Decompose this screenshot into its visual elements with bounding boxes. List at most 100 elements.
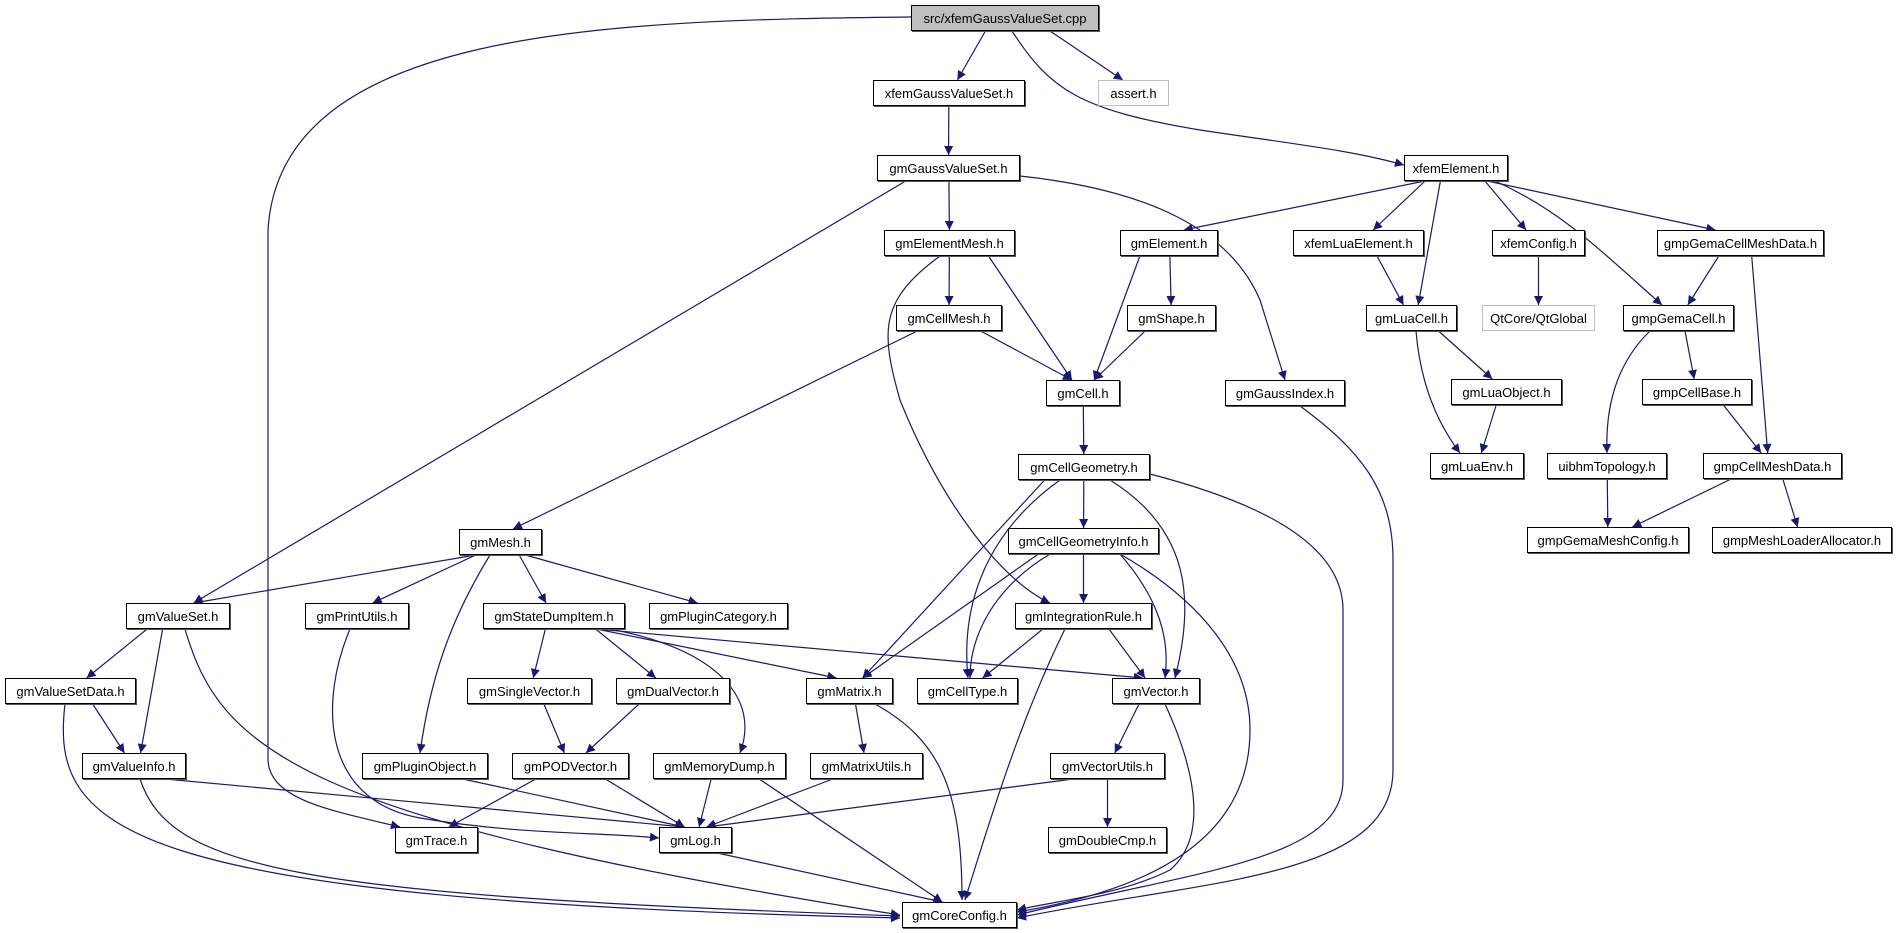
edge-gmpGemaCellMeshData_h-to-gmpGemaCell_h (1687, 255, 1720, 306)
node-gmMemoryDump-h[interactable]: gmMemoryDump.h (653, 753, 786, 779)
node-xfemConfig-h[interactable]: xfemConfig.h (1492, 230, 1585, 256)
edge-gmpCellBase_h-to-gmpCellMeshData_h (1722, 404, 1762, 454)
node-uibhmTopology-h[interactable]: uibhmTopology.h (1547, 453, 1667, 479)
node-gmDoubleCmp-h[interactable]: gmDoubleCmp.h (1048, 827, 1167, 853)
edge-gmCellGeometryInfo_h-to-gmCoreConfig_h (1016, 553, 1251, 915)
edge-root-to-gmTrace_h (267, 16, 912, 830)
node-xfemGaussValueSet-h[interactable]: xfemGaussValueSet.h (873, 80, 1025, 106)
node-gmMatrixUtils-h[interactable]: gmMatrixUtils.h (810, 753, 923, 779)
node-gmPluginCategory-h[interactable]: gmPluginCategory.h (649, 603, 788, 629)
edge-gmMatrix_h-to-gmMatrixUtils_h (854, 703, 867, 754)
edge-gmElementMesh_h-to-gmIntegrationRule_h (887, 255, 1051, 604)
edge-root-to-xfemGaussValueSet_h (956, 30, 986, 81)
node-gmElementMesh-h[interactable]: gmElementMesh.h (884, 230, 1015, 256)
node-gmSingleVector-h[interactable]: gmSingleVector.h (467, 678, 592, 704)
edge-gmGaussValueSet_h-to-gmValueSet_h (193, 180, 907, 604)
node-gmpGemaCellMeshData-h[interactable]: gmpGemaCellMeshData.h (1657, 230, 1824, 256)
node-gmLog-h[interactable]: gmLog.h (659, 827, 732, 853)
edge-gmLuaCell_h-to-gmLuaEnv_h (1415, 330, 1461, 454)
node-gmCellMesh-h[interactable]: gmCellMesh.h (896, 305, 1002, 331)
node-gmElement-h[interactable]: gmElement.h (1120, 230, 1218, 256)
edge-gmMemoryDump_h-to-gmCoreConfig_h (758, 778, 943, 903)
edge-gmpCellMeshData_h-to-gmpMeshLoaderAllocator_h (1782, 478, 1800, 528)
node-xfemLuaElement-h[interactable]: xfemLuaElement.h (1293, 230, 1424, 256)
edge-gmStateDumpItem_h-to-gmSingleVector_h (531, 628, 546, 679)
edge-gmMesh_h-to-gmValueSet_h (193, 554, 476, 606)
edge-gmpGemaCell_h-to-gmpCellBase_h (1684, 330, 1697, 380)
edge-xfemElement_h-to-gmLuaCell_h (1415, 180, 1441, 306)
node-gmGaussValueSet-h[interactable]: gmGaussValueSet.h (877, 155, 1020, 181)
node-gmCell-h[interactable]: gmCell.h (1046, 380, 1120, 406)
node-gmValueSet-h[interactable]: gmValueSet.h (126, 603, 230, 629)
edge-gmPODVector_h-to-gmTrace_h (448, 778, 536, 828)
edge-gmValueInfo_h-to-gmCoreConfig_h (139, 778, 901, 921)
node-gmLuaObject-h[interactable]: gmLuaObject.h (1451, 379, 1562, 405)
node-gmpGemaCell-h[interactable]: gmpGemaCell.h (1623, 305, 1734, 331)
edge-gmCellGeometryInfo_h-to-gmCellType_h (965, 553, 1051, 679)
edge-gmCellGeometry_h-to-gmCoreConfig_h (1016, 473, 1344, 918)
node-gmpGemaMeshConfig-h[interactable]: gmpGemaMeshConfig.h (1527, 527, 1689, 553)
edge-gmMatrixUtils_h-to-gmLog_h (706, 778, 834, 829)
node-gmStateDumpItem-h[interactable]: gmStateDumpItem.h (483, 603, 625, 629)
edge-gmSingleVector_h-to-gmPODVector_h (543, 703, 566, 754)
edge-gmCellMesh_h-to-gmMesh_h (512, 330, 918, 530)
node-gmDualVector-h[interactable]: gmDualVector.h (616, 678, 730, 704)
edge-gmPODVector_h-to-gmLog_h (604, 778, 685, 828)
edge-gmMesh_h-to-gmPrintUtils_h (372, 554, 477, 604)
edge-gmVector_h-to-gmVectorUtils_h (1114, 703, 1140, 754)
node-gmCellGeometryInfo-h[interactable]: gmCellGeometryInfo.h (1008, 528, 1159, 554)
edge-gmLuaCell_h-to-gmLuaObject_h (1438, 330, 1493, 380)
edge-gmpGemaCell_h-to-uibhmTopology_h (1602, 330, 1651, 454)
node-gmGaussIndex-h[interactable]: gmGaussIndex.h (1225, 380, 1345, 406)
node-gmMatrix-h[interactable]: gmMatrix.h (806, 678, 893, 704)
node-gmValueInfo-h[interactable]: gmValueInfo.h (82, 753, 186, 779)
node-gmCellGeometry-h[interactable]: gmCellGeometry.h (1018, 454, 1150, 480)
edge-gmGaussIndex_h-to-gmCoreConfig_h (1016, 405, 1394, 921)
edge-gmMatrix_h-to-gmCoreConfig_h (874, 703, 967, 901)
node-gmCellType-h[interactable]: gmCellType.h (917, 678, 1018, 704)
node-gmTrace-h[interactable]: gmTrace.h (395, 827, 478, 853)
node-gmVector-h[interactable]: gmVector.h (1112, 678, 1200, 704)
edge-gmValueInfo_h-to-gmLog_h (165, 778, 685, 831)
edge-gmVector_h-to-gmCoreConfig_h (1016, 703, 1195, 913)
node-gmpCellBase-h[interactable]: gmpCellBase.h (1642, 379, 1752, 405)
node-gmCoreConfig-h[interactable]: gmCoreConfig.h (902, 902, 1017, 928)
edge-gmValueSetData_h-to-gmValueInfo_h (92, 703, 126, 754)
edge-gmVectorUtils_h-to-gmLog_h (706, 778, 1074, 831)
edge-gmLuaObject_h-to-gmLuaEnv_h (1479, 404, 1497, 454)
node-gmIntegrationRule-h[interactable]: gmIntegrationRule.h (1015, 603, 1152, 629)
node-gmPODVector-h[interactable]: gmPODVector.h (512, 753, 629, 779)
edge-gmGaussValueSet_h-to-gmGaussIndex_h (1019, 175, 1287, 381)
node-QtGlobal: QtCore/QtGlobal (1482, 305, 1595, 331)
node-gmPrintUtils-h[interactable]: gmPrintUtils.h (305, 603, 409, 629)
node-gmLuaCell-h[interactable]: gmLuaCell.h (1366, 305, 1457, 331)
edge-gmMesh_h-to-gmStateDumpItem_h (518, 554, 547, 604)
edge-root-to-assert_h (1049, 30, 1124, 81)
edge-gmGaussValueSet_h-to-gmElementMesh_h (944, 180, 954, 231)
edge-gmStateDumpItem_h-to-gmMatrix_h (596, 628, 837, 681)
edge-gmLog_h-to-gmCoreConfig_h (717, 852, 943, 905)
edge-gmpGemaCellMeshData_h-to-gmpCellMeshData_h (1751, 255, 1772, 454)
edge-gmMesh_h-to-gmPluginCategory_h (525, 554, 698, 605)
edge-gmPluginObject_h-to-gmLog_h (462, 778, 685, 830)
node-root[interactable]: src/xfemGaussValueSet.cpp (911, 5, 1099, 31)
node-gmValueSetData-h[interactable]: gmValueSetData.h (5, 678, 136, 704)
edge-gmMesh_h-to-gmPluginObject_h (416, 554, 491, 754)
edge-xfemLuaElement_h-to-gmLuaCell_h (1376, 255, 1405, 306)
edge-gmCell_h-to-gmCellGeometry_h (1079, 405, 1089, 455)
node-gmVectorUtils-h[interactable]: gmVectorUtils.h (1050, 753, 1165, 779)
node-gmPluginObject-h[interactable]: gmPluginObject.h (362, 753, 488, 779)
node-gmShape-h[interactable]: gmShape.h (1127, 305, 1216, 331)
node-gmMesh-h[interactable]: gmMesh.h (459, 529, 542, 555)
node-gmpMeshLoaderAllocator-h[interactable]: gmpMeshLoaderAllocator.h (1712, 527, 1892, 553)
edge-gmCellGeometry_h-to-gmVector_h (1109, 479, 1186, 679)
node-gmpCellMeshData-h[interactable]: gmpCellMeshData.h (1703, 453, 1842, 479)
edge-gmElementMesh_h-to-gmCell_h (988, 255, 1073, 381)
edge-root-to-xfemElement_h (1011, 30, 1405, 167)
edge-gmIntegrationRule_h-to-gmVector_h (1108, 628, 1146, 679)
node-gmLuaEnv-h[interactable]: gmLuaEnv.h (1430, 453, 1524, 479)
edge-xfemElement_h-to-gmElement_h (1183, 180, 1426, 233)
edge-gmStateDumpItem_h-to-gmDualVector_h (595, 628, 657, 679)
node-xfemElement-h[interactable]: xfemElement.h (1404, 155, 1508, 181)
